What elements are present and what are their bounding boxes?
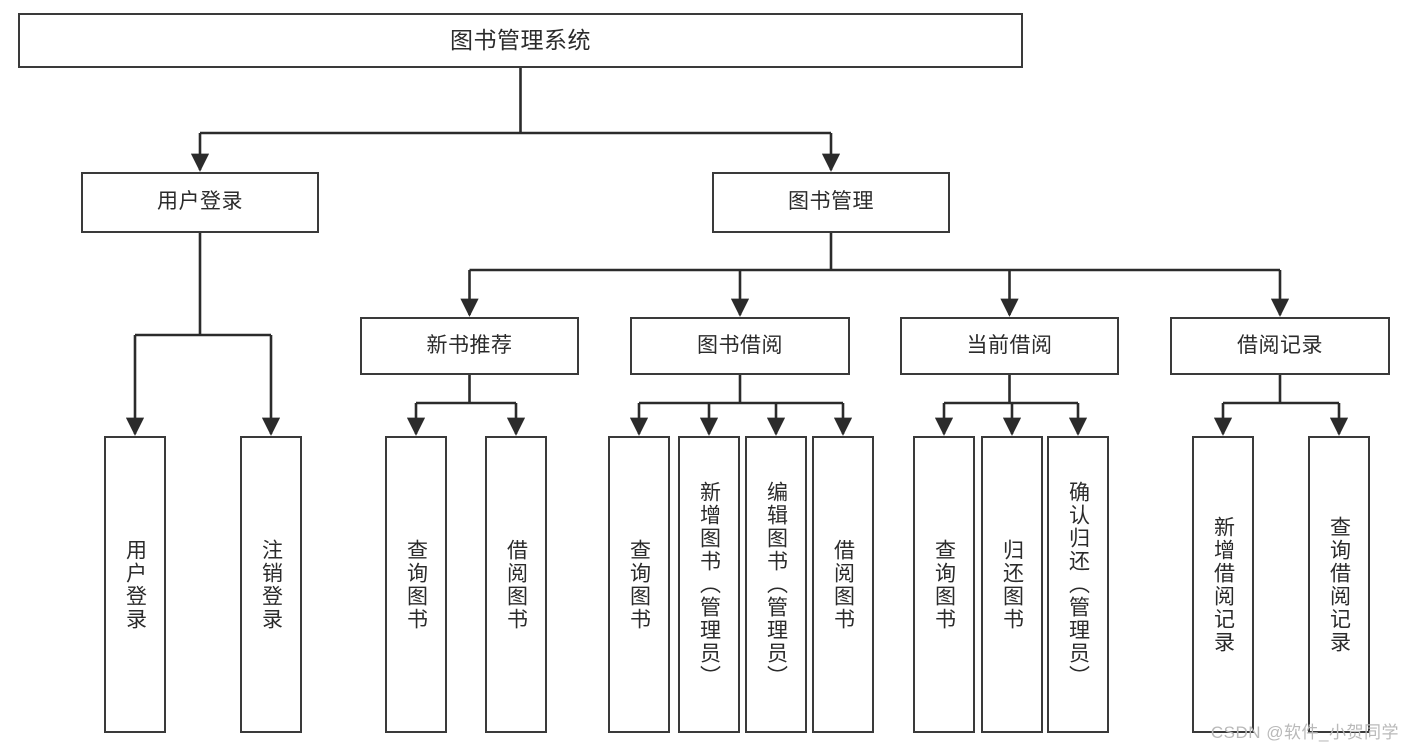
node-leaf-bb-query[interactable]: 查询图书 — [608, 436, 670, 733]
watermark: CSDN @软件_小贺同学 — [1210, 723, 1399, 742]
node-label: 用户登录 — [157, 190, 243, 214]
node-label: 新增借阅记录 — [1211, 515, 1235, 654]
node-leaf-rec-query[interactable]: 查询图书 — [385, 436, 447, 733]
node-label: 查询图书 — [932, 538, 956, 631]
node-leaf-cb-confirm[interactable]: 确认归还（管理员） — [1047, 436, 1109, 733]
node-label: 借阅记录 — [1237, 333, 1323, 357]
node-label: 当前借阅 — [966, 333, 1053, 357]
node-leaf-bb-borrow[interactable]: 借阅图书 — [812, 436, 874, 733]
node-leaf-bb-edit[interactable]: 编辑图书（管理员） — [745, 436, 807, 733]
node-label: 查询图书 — [404, 538, 428, 631]
node-label: 编辑图书（管理员） — [764, 481, 788, 688]
node-label: 查询借阅记录 — [1327, 515, 1351, 654]
node-leaf-bb-add[interactable]: 新增图书（管理员） — [678, 436, 740, 733]
node-borrow-record[interactable]: 借阅记录 — [1170, 317, 1390, 375]
node-new-book-rec[interactable]: 新书推荐 — [360, 317, 579, 375]
node-user-login[interactable]: 用户登录 — [81, 172, 319, 233]
node-label: 借阅图书 — [831, 538, 855, 631]
node-leaf-br-add[interactable]: 新增借阅记录 — [1192, 436, 1254, 733]
node-book-borrow[interactable]: 图书借阅 — [630, 317, 850, 375]
node-root[interactable]: 图书管理系统 — [18, 13, 1023, 68]
node-leaf-br-query[interactable]: 查询借阅记录 — [1308, 436, 1370, 733]
node-leaf-cb-query[interactable]: 查询图书 — [913, 436, 975, 733]
node-label: 归还图书 — [1000, 538, 1024, 631]
node-label: 用户登录 — [123, 538, 147, 631]
node-label: 新书推荐 — [426, 333, 513, 357]
node-label: 图书管理 — [788, 190, 874, 214]
node-label: 确认归还（管理员） — [1066, 481, 1090, 688]
node-label: 图书借阅 — [697, 333, 783, 357]
node-current-borrow[interactable]: 当前借阅 — [900, 317, 1119, 375]
node-leaf-user-login[interactable]: 用户登录 — [104, 436, 166, 733]
node-label: 借阅图书 — [504, 538, 528, 631]
node-label: 新增图书（管理员） — [697, 481, 721, 688]
node-leaf-user-logout[interactable]: 注销登录 — [240, 436, 302, 733]
node-label: 查询图书 — [627, 538, 651, 631]
node-label: 注销登录 — [259, 538, 283, 631]
node-leaf-cb-return[interactable]: 归还图书 — [981, 436, 1043, 733]
node-book-manage[interactable]: 图书管理 — [712, 172, 950, 233]
node-leaf-rec-borrow[interactable]: 借阅图书 — [485, 436, 547, 733]
node-label: 图书管理系统 — [450, 26, 591, 53]
